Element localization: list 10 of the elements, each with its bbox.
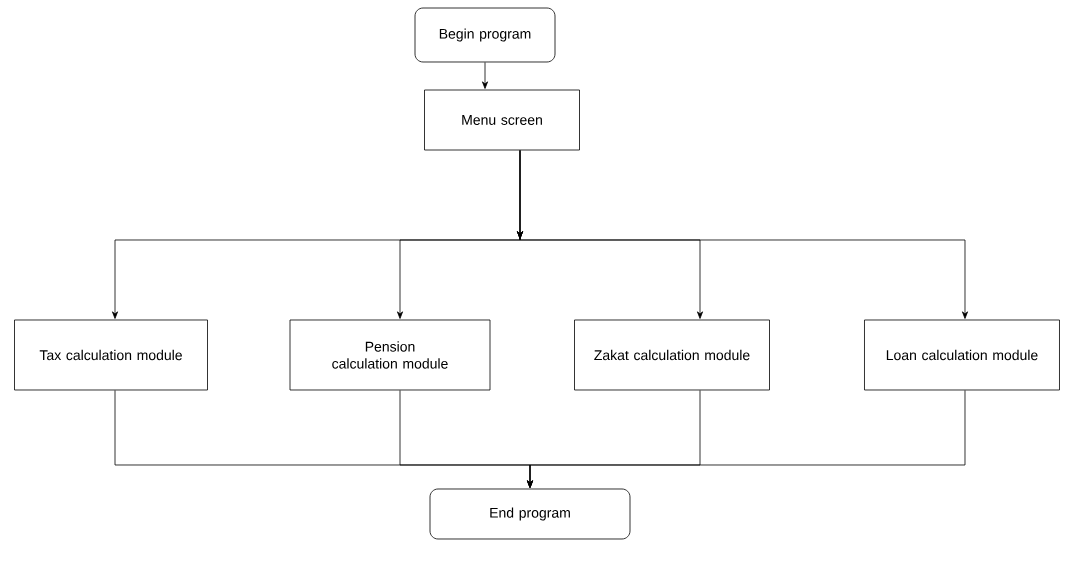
terminal-box: Begin program: [414, 7, 556, 63]
process-box: Menu screen: [424, 89, 580, 151]
arrow: [482, 62, 488, 89]
process-box: Tax calculation module: [14, 319, 208, 391]
arrow: [517, 150, 968, 319]
process-box: Pension calculation module: [289, 319, 491, 391]
process-box: Loan calculation module: [864, 319, 1060, 391]
terminal-box: End program: [429, 488, 631, 540]
arrow: [527, 390, 966, 488]
process-box: Zakat calculation module: [574, 319, 770, 391]
